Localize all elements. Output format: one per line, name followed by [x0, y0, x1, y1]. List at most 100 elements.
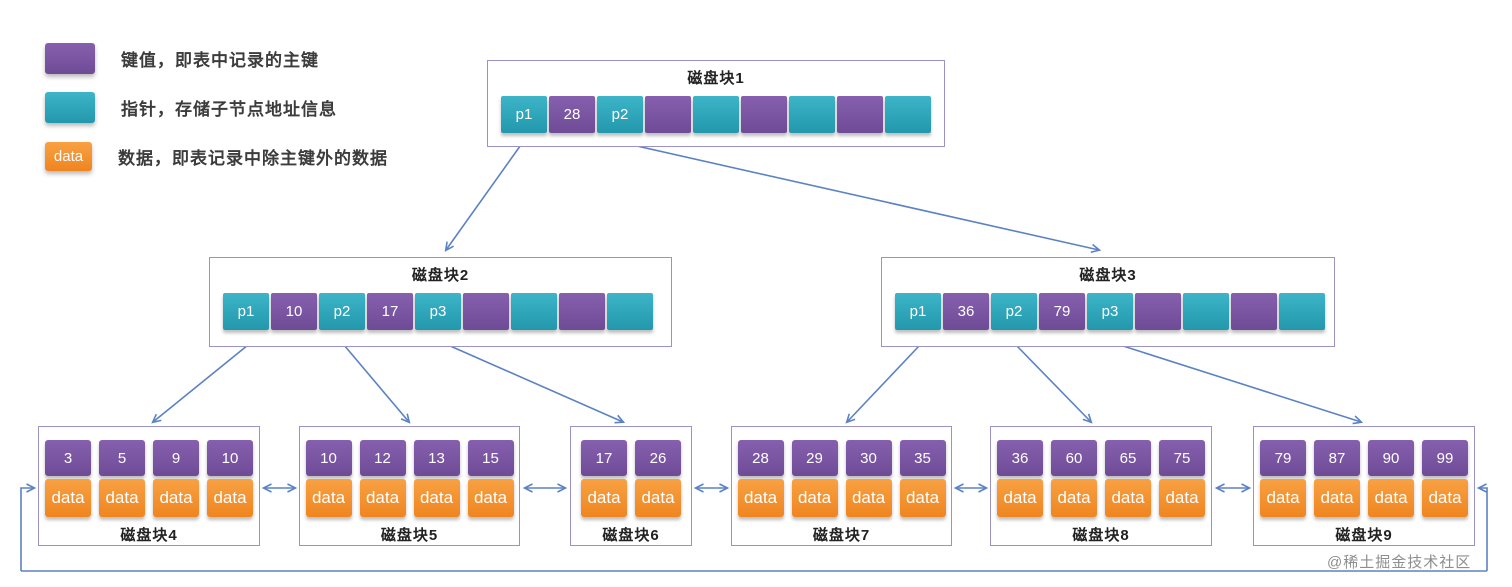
key-cell: 99	[1422, 440, 1468, 476]
data-cell: data	[1159, 479, 1205, 517]
key-cell: 29	[791, 440, 838, 476]
pointer-cell	[885, 96, 931, 133]
edge-disk2-p3	[447, 344, 626, 424]
pointer-cell: p1	[895, 293, 941, 330]
data-swatch-icon: data	[45, 141, 92, 171]
key-cell: 17	[581, 440, 627, 476]
key-cell	[645, 96, 691, 133]
key-cell: 87	[1314, 440, 1360, 476]
node-title: 磁盘块1	[687, 70, 745, 87]
pointer-cell	[607, 293, 653, 330]
pointer-cell	[1279, 293, 1325, 330]
data-cell: data	[305, 479, 352, 517]
data-cell: data	[1422, 479, 1468, 517]
key-cell: 60	[1051, 440, 1097, 476]
data-cell: data	[737, 479, 784, 517]
pointer-cell: p2	[991, 293, 1037, 330]
node-title: 磁盘块2	[411, 267, 470, 284]
key-cell: 28	[737, 440, 784, 476]
pointer-cell: p3	[1087, 293, 1133, 330]
legend-label-data: 数据，即表记录中除主键外的数据	[118, 148, 388, 168]
key-cell	[837, 96, 883, 133]
data-cell: data	[1260, 479, 1306, 517]
link-wrap-right	[1476, 483, 1488, 571]
pointer-cell: p2	[319, 293, 365, 330]
key-cell: 17	[367, 293, 413, 330]
key-cell: 12	[359, 440, 406, 476]
key-cell	[1135, 293, 1181, 330]
key-cell: 36	[997, 440, 1043, 476]
key-cell: 9	[153, 440, 199, 476]
data-cell: data	[635, 479, 681, 517]
pointer-cell	[789, 96, 835, 133]
legend-row-key: 键值，即表中记录的主键	[45, 42, 388, 74]
data-cell: data	[899, 479, 946, 517]
data-cell: data	[1105, 479, 1151, 517]
key-cell: 13	[413, 440, 460, 476]
key-cell	[1231, 293, 1277, 330]
node-title: 磁盘块4	[120, 527, 178, 544]
data-cell: data	[845, 479, 892, 517]
link-wrap-left	[20, 483, 37, 571]
key-cell: 79	[1039, 293, 1085, 330]
key-cell: 35	[899, 440, 946, 476]
edge-disk3-p1	[845, 344, 921, 424]
data-cell: data	[413, 479, 460, 517]
key-cell: 3	[45, 440, 91, 476]
legend-label-pointer: 指针，存储子节点地址信息	[121, 99, 337, 119]
key-swatch-icon	[45, 42, 95, 74]
key-cell: 75	[1159, 440, 1205, 476]
pointer-cell: p2	[597, 96, 643, 133]
key-cell: 15	[467, 440, 514, 476]
data-cell: data	[207, 479, 253, 517]
data-cell: data	[99, 479, 145, 517]
legend-row-data: data 数据，即表记录中除主键外的数据	[45, 140, 388, 172]
data-cell: data	[1314, 479, 1360, 517]
pointer-cell: p1	[223, 293, 269, 330]
edge-disk2-p1	[151, 344, 249, 424]
key-cell: 30	[845, 440, 892, 476]
node-title: 磁盘块5	[380, 527, 439, 544]
key-cell: 26	[635, 440, 681, 476]
data-cell: data	[791, 479, 838, 517]
key-cell: 5	[99, 440, 145, 476]
key-cell	[741, 96, 787, 133]
data-cell: data	[153, 479, 199, 517]
key-cell: 10	[305, 440, 352, 476]
key-cell	[463, 293, 509, 330]
pointer-cell	[511, 293, 557, 330]
data-cell: data	[467, 479, 514, 517]
pointer-cell	[1183, 293, 1229, 330]
